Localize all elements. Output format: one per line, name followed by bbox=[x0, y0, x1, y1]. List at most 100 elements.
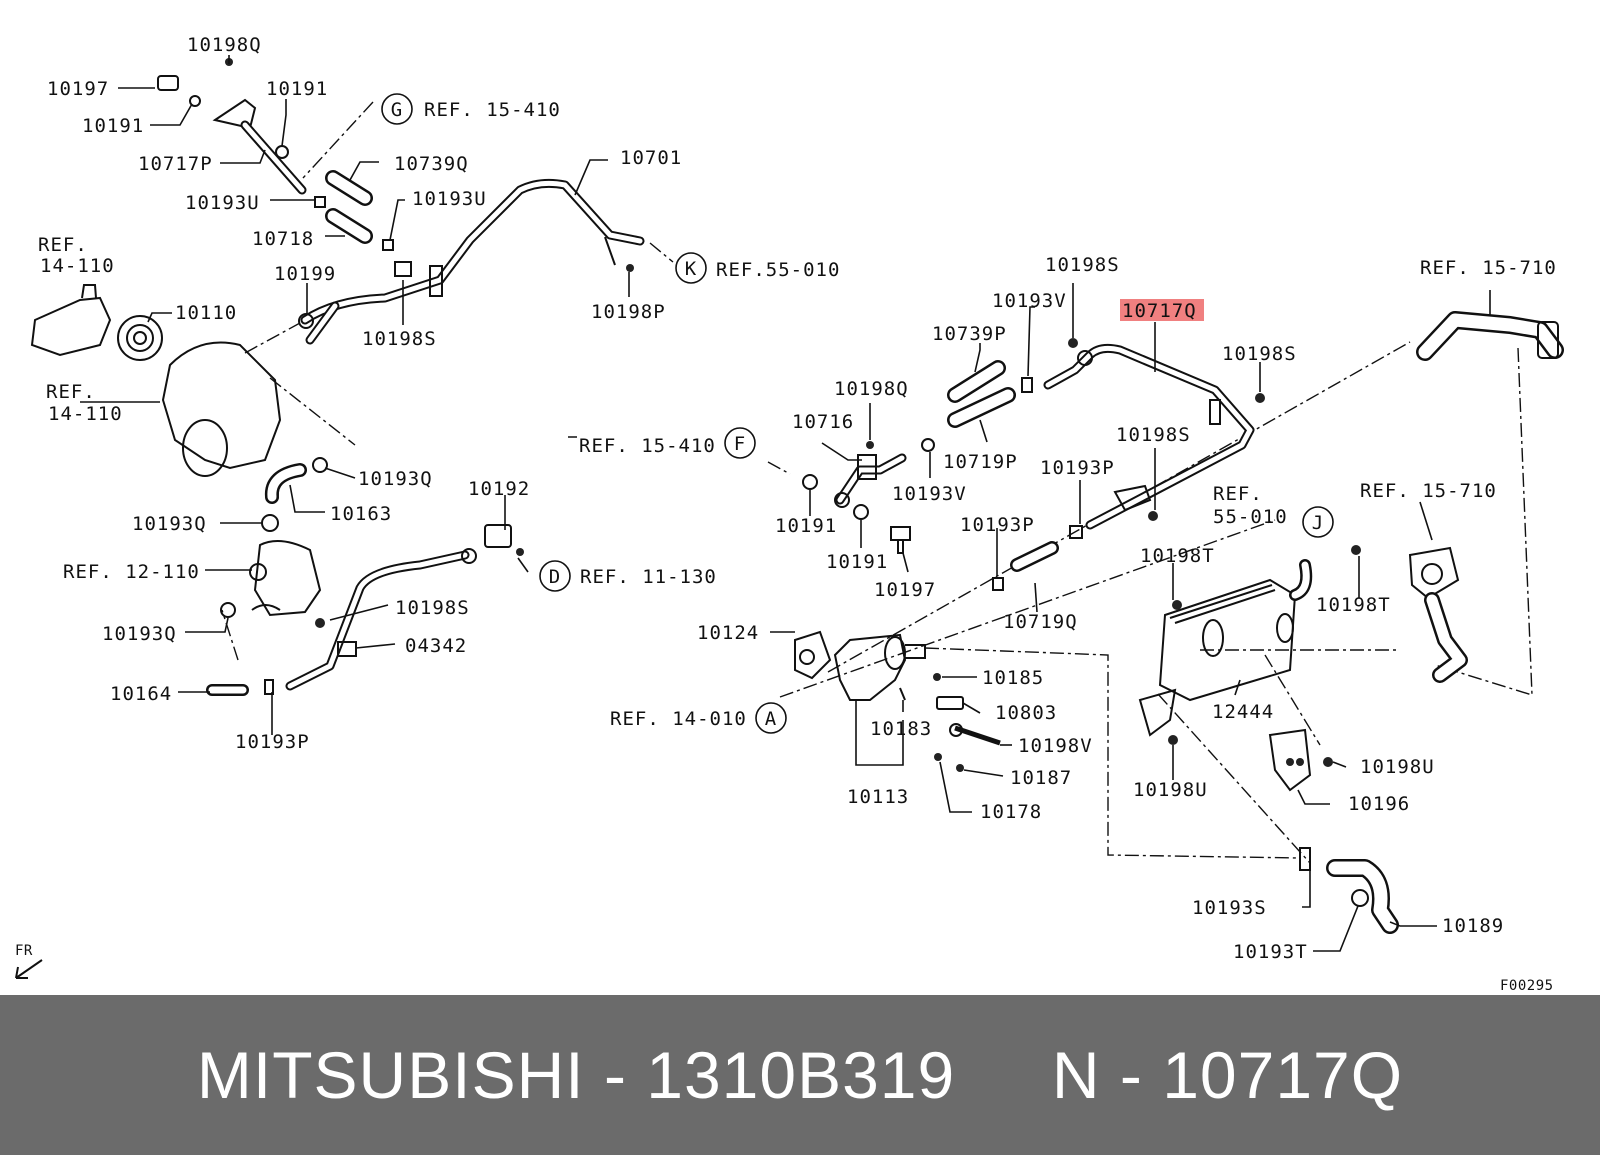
ref-circle-f-letter: F bbox=[734, 433, 746, 455]
label-10198S-d: 10198S bbox=[1222, 343, 1297, 365]
ref-14-110-housing-icon bbox=[30, 296, 112, 357]
ref-circle-a bbox=[755, 702, 787, 734]
label-10113: 10113 bbox=[847, 786, 909, 808]
label-ref-11-130-d: REF. 11-130 bbox=[580, 566, 717, 588]
bolt-10198S-icon bbox=[315, 618, 325, 628]
label-10185: 10185 bbox=[982, 667, 1044, 689]
label-10191: 10191 bbox=[82, 115, 144, 137]
ref-circle-j-letter: J bbox=[1312, 512, 1324, 534]
bolt-10198Q-b-icon bbox=[866, 441, 874, 449]
label-10187: 10187 bbox=[1010, 767, 1072, 789]
label-ref-55-010-k: REF.55-010 bbox=[716, 259, 840, 281]
label-10193Q-c: 10193Q bbox=[102, 623, 177, 645]
bracket-04342-icon bbox=[337, 641, 357, 657]
label-ref-14-010-a: REF. 14-010 bbox=[610, 708, 747, 730]
clamp-10193Q-c-icon bbox=[220, 602, 236, 618]
washer-10191-c-icon bbox=[802, 474, 818, 490]
label-10719P: 10719P bbox=[943, 451, 1018, 473]
label-10193Q-b: 10193Q bbox=[132, 513, 207, 535]
label-10718: 10718 bbox=[252, 228, 314, 250]
clamp-10193U-icon bbox=[314, 196, 326, 208]
label-ref-12-110: REF. 12-110 bbox=[63, 561, 200, 583]
ref-circle-d-letter: D bbox=[549, 566, 561, 588]
label-10198P: 10198P bbox=[591, 301, 666, 323]
label-ref-55-010-2: 55-010 bbox=[1213, 506, 1288, 528]
bolt-10197-b-icon bbox=[890, 526, 911, 554]
label-10198S-b: 10198S bbox=[395, 597, 470, 619]
bolt-10197-icon bbox=[157, 75, 179, 91]
ref-circle-d bbox=[539, 560, 571, 592]
sensor-10803-icon bbox=[936, 696, 964, 710]
label-10198S-e: 10198S bbox=[1116, 424, 1191, 446]
label-10193T: 10193T bbox=[1233, 941, 1308, 963]
label-ref-55-010-1: REF. bbox=[1213, 483, 1263, 505]
label-10198T: 10198T bbox=[1140, 545, 1215, 567]
label-10803: 10803 bbox=[995, 702, 1057, 724]
clamp-10193P-c-icon bbox=[992, 577, 1004, 591]
bracket-10198S-icon bbox=[394, 261, 412, 277]
ref-circle-g bbox=[381, 93, 413, 125]
label-10164: 10164 bbox=[110, 683, 172, 705]
clamp-10193Q-icon bbox=[312, 457, 328, 473]
label-04342: 04342 bbox=[405, 635, 467, 657]
highlight-10717Q bbox=[1120, 299, 1204, 321]
ref-circle-a-letter: A bbox=[765, 708, 777, 730]
bracket-10717Q-icon bbox=[1209, 399, 1221, 425]
clamp-10193P-icon bbox=[264, 679, 274, 695]
clamp-10193P-b-icon bbox=[1069, 525, 1083, 539]
label-10191-b: 10191 bbox=[266, 78, 328, 100]
ref-12-110-housing-icon bbox=[253, 540, 322, 617]
ref-circle-j bbox=[1302, 506, 1334, 538]
flange-15-710-icon bbox=[1537, 321, 1559, 359]
stud-10183-icon bbox=[899, 687, 906, 701]
label-10198Q-b: 10198Q bbox=[834, 378, 909, 400]
label-10198Q: 10198Q bbox=[187, 34, 262, 56]
parts bbox=[30, 58, 1564, 934]
flange-15-710-b-icon bbox=[1408, 546, 1460, 600]
label-10717P: 10717P bbox=[138, 153, 213, 175]
label-10197-b: 10197 bbox=[874, 579, 936, 601]
ref-circle-k-letter: K bbox=[685, 258, 697, 280]
label-10193Q: 10193Q bbox=[358, 468, 433, 490]
label-10193V-b: 10193V bbox=[892, 483, 967, 505]
label-10193V: 10193V bbox=[992, 290, 1067, 312]
label-10192: 10192 bbox=[468, 478, 530, 500]
label-10189: 10189 bbox=[1442, 915, 1504, 937]
ref-14-110-block-icon bbox=[161, 341, 282, 470]
clamp-10193Q-b-icon bbox=[261, 514, 279, 532]
label-10196: 10196 bbox=[1348, 793, 1410, 815]
label-10701: 10701 bbox=[620, 147, 682, 169]
label-ref-15-410-f: REF. 15-410 bbox=[579, 435, 716, 457]
bolt-10185-icon bbox=[933, 673, 941, 681]
plug-10178-icon bbox=[934, 753, 942, 761]
label-10198T-b: 10198T bbox=[1316, 594, 1391, 616]
bolt-10198T-icon bbox=[1172, 600, 1182, 610]
label-10178: 10178 bbox=[980, 801, 1042, 823]
fr-arrow-icon bbox=[15, 959, 43, 979]
label-10198U: 10198U bbox=[1133, 779, 1208, 801]
bracket-10716-icon bbox=[857, 454, 877, 480]
label-ref-15-710-b: REF. 15-710 bbox=[1360, 480, 1497, 502]
label-ref-15-410-g: REF. 15-410 bbox=[424, 99, 561, 121]
clamp-10193S-icon bbox=[1299, 847, 1311, 871]
oring-10199-icon bbox=[298, 313, 314, 329]
label-10191-c: 10191 bbox=[775, 515, 837, 537]
bracket-10701-icon bbox=[429, 265, 443, 297]
bolt-10198V-icon bbox=[949, 723, 963, 737]
washer-10191-icon bbox=[189, 95, 201, 107]
sensor-10192-icon bbox=[484, 524, 512, 548]
label-10199: 10199 bbox=[274, 263, 336, 285]
clamp-10193V-b-icon bbox=[921, 438, 935, 452]
clamp-10193U-b-icon bbox=[382, 239, 394, 251]
label-ref-14-110-a-2: 14-110 bbox=[40, 255, 115, 277]
label-10183: 10183 bbox=[870, 718, 932, 740]
thermostat-10110-icon bbox=[117, 315, 163, 361]
ref-circle-g-letter: G bbox=[391, 99, 403, 121]
label-10198V: 10198V bbox=[1018, 735, 1093, 757]
label-12444: 12444 bbox=[1212, 701, 1274, 723]
bracket-10198S-icon bbox=[1113, 484, 1152, 512]
plug-10187-icon bbox=[956, 764, 964, 772]
housing-10113-icon bbox=[833, 633, 907, 701]
parts-diagram: G K D F J A 10198Q 10197 10191 10191 REF… bbox=[15, 34, 1564, 994]
ref-circle-k bbox=[675, 252, 707, 284]
